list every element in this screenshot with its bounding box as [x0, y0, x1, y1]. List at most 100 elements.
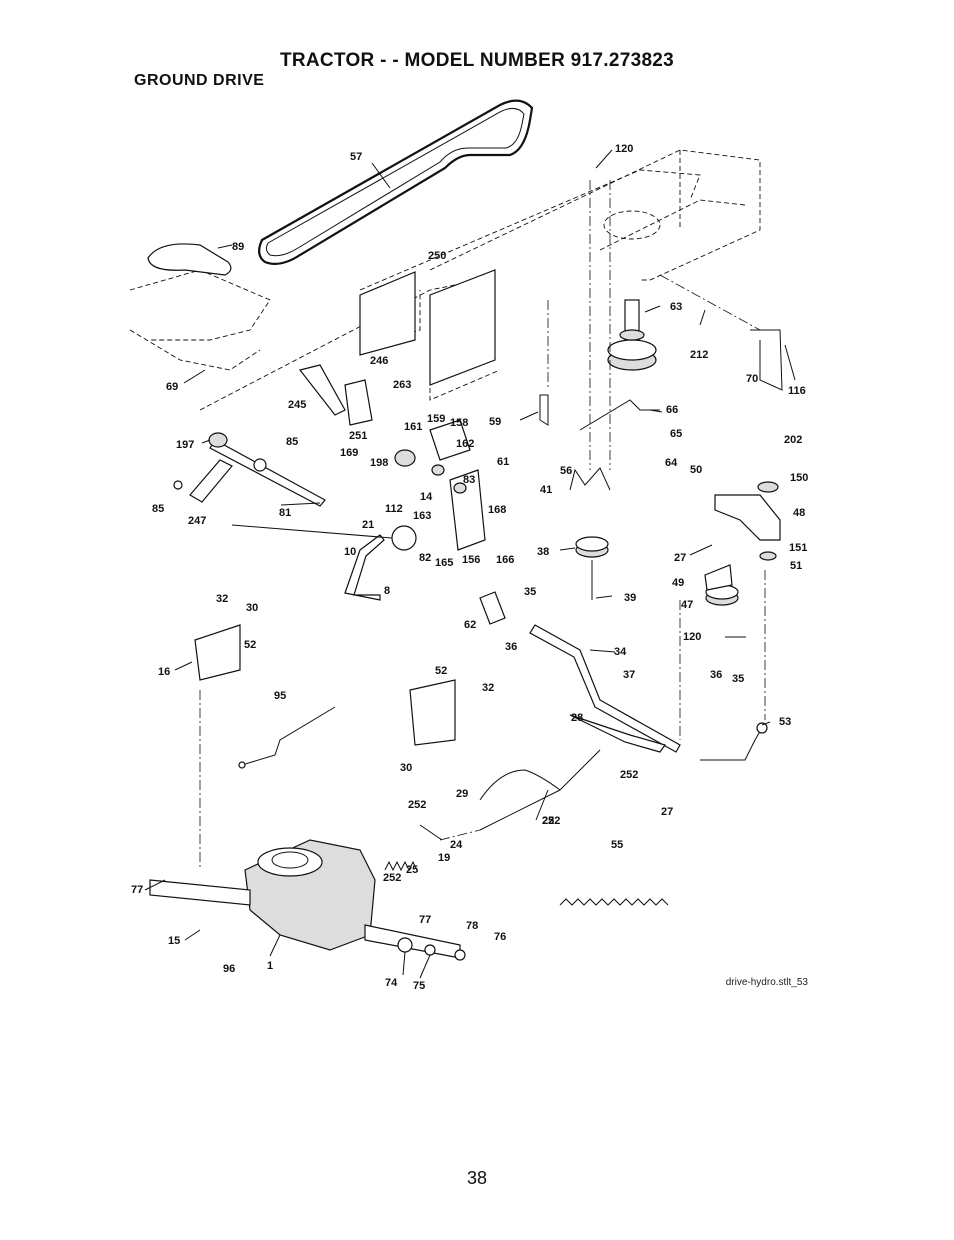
section-title: GROUND DRIVE	[134, 72, 265, 89]
callout: 150	[790, 472, 808, 484]
callout: 158	[450, 417, 468, 429]
part-seat-shield	[147, 243, 232, 276]
drive-belt	[258, 99, 534, 265]
callout: 27	[661, 806, 673, 818]
part-knob-21	[391, 525, 417, 551]
callout: 78	[466, 920, 478, 932]
part-bracket-250	[359, 271, 416, 356]
callout: 85	[152, 503, 164, 515]
callout: 69	[166, 381, 178, 393]
callout: 36	[505, 641, 517, 653]
callout: 57	[350, 151, 362, 163]
part-spacer-62	[479, 591, 506, 625]
part-rod-53	[700, 727, 763, 761]
callout: 151	[789, 542, 807, 554]
callout: 38	[537, 546, 549, 558]
callout: 263	[393, 379, 411, 391]
callout: 53	[779, 716, 791, 728]
callout: 159	[427, 413, 445, 425]
callout: 10	[344, 546, 356, 558]
part-cable-22	[479, 749, 601, 801]
part-lever-245	[298, 364, 346, 416]
callout: 252	[542, 815, 560, 827]
callout: 116	[788, 385, 806, 397]
callout: 95	[274, 690, 286, 702]
callout: 77	[131, 884, 143, 896]
callout: 32	[482, 682, 494, 694]
callout: 22	[542, 815, 554, 827]
part-spring-55	[559, 898, 669, 906]
callout: 52	[435, 665, 447, 677]
part-pulley-63	[607, 299, 657, 371]
part-bracket-30-left	[194, 624, 241, 681]
callout: 8	[384, 585, 390, 597]
callout: 83	[463, 474, 475, 486]
part-arm-28	[569, 714, 666, 753]
part-spring-25	[384, 860, 418, 872]
callout: 39	[624, 592, 636, 604]
callout: 35	[524, 586, 536, 598]
callout: 202	[784, 434, 802, 446]
callout: 1	[267, 960, 273, 972]
part-arm-247	[189, 459, 233, 503]
part-transaxle	[149, 839, 466, 961]
callout: 251	[349, 430, 367, 442]
callout: 51	[790, 560, 802, 572]
callout: 247	[188, 515, 206, 527]
leader-lines	[144, 149, 796, 979]
part-bracket-246	[344, 379, 373, 426]
callout: 165	[435, 557, 453, 569]
callout: 21	[362, 519, 374, 531]
callout: 252	[383, 872, 401, 884]
callout: 166	[496, 554, 514, 566]
callout: 16	[158, 666, 170, 678]
callout: 14	[420, 491, 433, 503]
part-shaft-81	[209, 439, 326, 507]
callout: 49	[672, 577, 684, 589]
callout: 169	[340, 447, 358, 459]
alignment-lines	[199, 180, 766, 870]
callout: 212	[690, 349, 708, 361]
callout-labels: 57 120 89 250 63 212 70 116 69 246 263 2…	[131, 143, 808, 992]
callout: 65	[670, 428, 682, 440]
part-bracket-70	[750, 329, 783, 391]
callout: 168	[488, 504, 506, 516]
callout: 48	[793, 507, 805, 519]
part-shaft-34	[529, 624, 681, 753]
part-bracket-plate	[429, 269, 496, 386]
callout: 28	[571, 712, 583, 724]
callout: 75	[413, 980, 425, 992]
callout: 81	[279, 507, 291, 519]
callout: 156	[462, 554, 480, 566]
callout: 36	[710, 669, 722, 681]
callout: 162	[456, 438, 474, 450]
callout: 197	[176, 439, 194, 451]
page-number: 38	[466, 1168, 488, 1188]
callout: 120	[615, 143, 633, 155]
page-title: TRACTOR - - MODEL NUMBER 917.273823	[279, 50, 675, 71]
callout: 250	[428, 250, 446, 262]
callout: 52	[244, 639, 256, 651]
callout: 246	[370, 355, 388, 367]
callout: 24	[450, 839, 463, 851]
callout: 41	[540, 484, 552, 496]
callout: 245	[288, 399, 306, 411]
callout: 27	[674, 552, 686, 564]
callout: 63	[670, 301, 682, 313]
callout: 96	[223, 963, 235, 975]
callout: 61	[497, 456, 509, 468]
callout: 70	[746, 373, 758, 385]
part-rod-66	[579, 399, 660, 431]
callout: 198	[370, 457, 388, 469]
diagram-filename: drive-hydro.stlt_53	[725, 977, 808, 988]
callout: 89	[232, 241, 244, 253]
callout: 85	[286, 436, 298, 448]
callout: 15	[168, 935, 180, 947]
callout: 59	[489, 416, 501, 428]
callout: 161	[404, 421, 422, 433]
callout: 35	[732, 673, 744, 685]
callout: 120	[683, 631, 701, 643]
callout: 66	[666, 404, 678, 416]
callout: 163	[413, 510, 431, 522]
